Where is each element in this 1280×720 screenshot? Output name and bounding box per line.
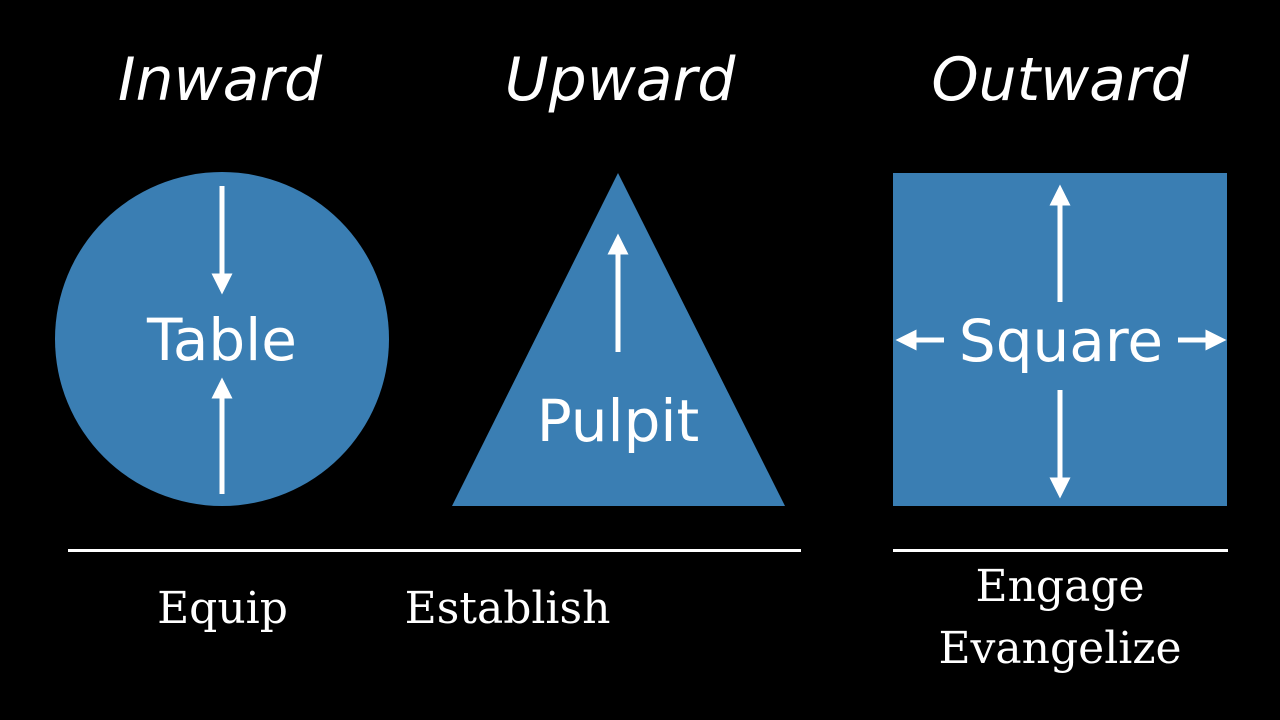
divider-left <box>68 549 801 552</box>
pulpit-label: Pulpit <box>537 387 700 455</box>
word-equip: Equip <box>157 583 288 634</box>
square-group: Square <box>893 173 1227 506</box>
table-label: Table <box>146 306 297 374</box>
word-establish: Establish <box>404 583 611 634</box>
heading-outward: Outward <box>931 45 1189 115</box>
heading-inward: Inward <box>117 45 323 115</box>
table-group: Table <box>55 172 389 506</box>
heading-upward: Upward <box>504 45 736 115</box>
divider-right <box>893 549 1228 552</box>
pulpit-group: Pulpit <box>452 173 785 506</box>
word-evangelize: Evangelize <box>938 623 1182 674</box>
word-engage: Engage <box>975 561 1145 612</box>
circle-shape <box>55 172 389 506</box>
square-label: Square <box>959 307 1163 375</box>
